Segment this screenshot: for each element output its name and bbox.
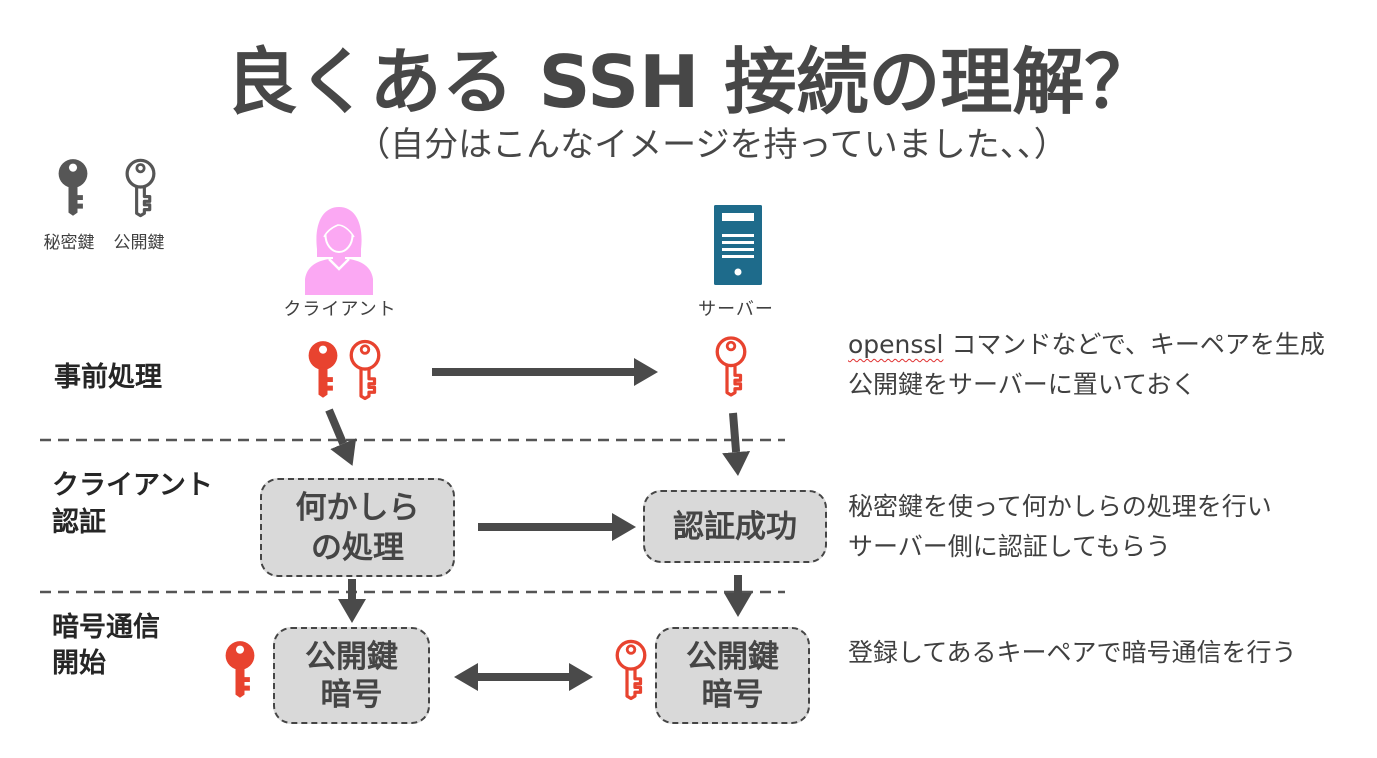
- arrow-server-key-to-auth: [722, 412, 751, 477]
- row-label-line: 開始: [52, 648, 106, 679]
- box-line: 暗号: [320, 676, 383, 713]
- note-line: 秘密鍵を使って何かしらの処理を行い: [848, 492, 1272, 521]
- note-line: openssl コマンドなどで、キーペアを生成: [848, 325, 1325, 365]
- box-line: 暗号: [701, 676, 764, 713]
- client-private-key-icon: [308, 341, 338, 398]
- note-line: サーバー側に認証してもらう: [848, 532, 1171, 561]
- note-line: 登録してあるキーペアで暗号通信を行う: [848, 638, 1297, 667]
- key-filled-icon: [58, 159, 88, 216]
- legend-private-key-label: 秘密鍵: [43, 233, 95, 253]
- spell-flagged-word: openssl: [848, 330, 944, 359]
- server-label: サーバー: [698, 299, 774, 320]
- row-label-line: 認証: [52, 507, 106, 538]
- page-title: 良くある SSH 接続の理解？: [225, 40, 1157, 124]
- client-encryption-box: 公開鍵 暗号: [273, 627, 430, 724]
- note-client-auth: 秘密鍵を使って何かしらの処理を行い サーバー側に認証してもらう: [848, 487, 1272, 567]
- note-line-text: コマンドなどで、キーペアを生成: [951, 330, 1325, 359]
- client-private-key-icon: [225, 641, 255, 698]
- box-line: 公開鍵: [305, 638, 398, 675]
- legend-public-key-label: 公開鍵: [113, 233, 165, 253]
- client-processing-box: 何かしら の処理: [260, 478, 455, 577]
- client-label: クライアント: [283, 299, 397, 320]
- box-line: の処理: [311, 529, 404, 566]
- box-line: 公開鍵: [686, 638, 779, 675]
- auth-success-box: 認証成功: [643, 490, 827, 563]
- row-label-client-auth: クライアント 認証: [52, 467, 213, 541]
- client-public-key-icon: [349, 339, 381, 401]
- server-public-key-icon: [715, 336, 747, 397]
- row-label-line: 事前処理: [54, 362, 162, 393]
- key-outline-icon: [125, 158, 156, 218]
- server-encryption-box: 公開鍵 暗号: [655, 627, 810, 724]
- note-encryption-start: 登録してあるキーペアで暗号通信を行う: [848, 633, 1297, 673]
- row-label-line: 暗号通信: [52, 612, 160, 643]
- page-subtitle: （自分はこんなイメージを持っていました、、）: [356, 125, 1068, 165]
- row-label-preparation: 事前処理: [54, 362, 162, 394]
- box-line: 何かしら: [295, 489, 420, 526]
- arrow-client-keys-to-processing: [325, 408, 357, 466]
- note-line: 公開鍵をサーバーに置いておく: [848, 370, 1197, 399]
- row-label-line: クライアント: [52, 470, 213, 501]
- woman-user-icon: [305, 207, 373, 295]
- row-label-encryption-start: 暗号通信 開始: [52, 610, 160, 682]
- server-tower-icon: [714, 205, 762, 285]
- note-preparation: openssl コマンドなどで、キーペアを生成 公開鍵をサーバーに置いておく: [848, 325, 1325, 405]
- box-line: 認証成功: [673, 508, 797, 545]
- server-public-key-icon: [615, 639, 647, 701]
